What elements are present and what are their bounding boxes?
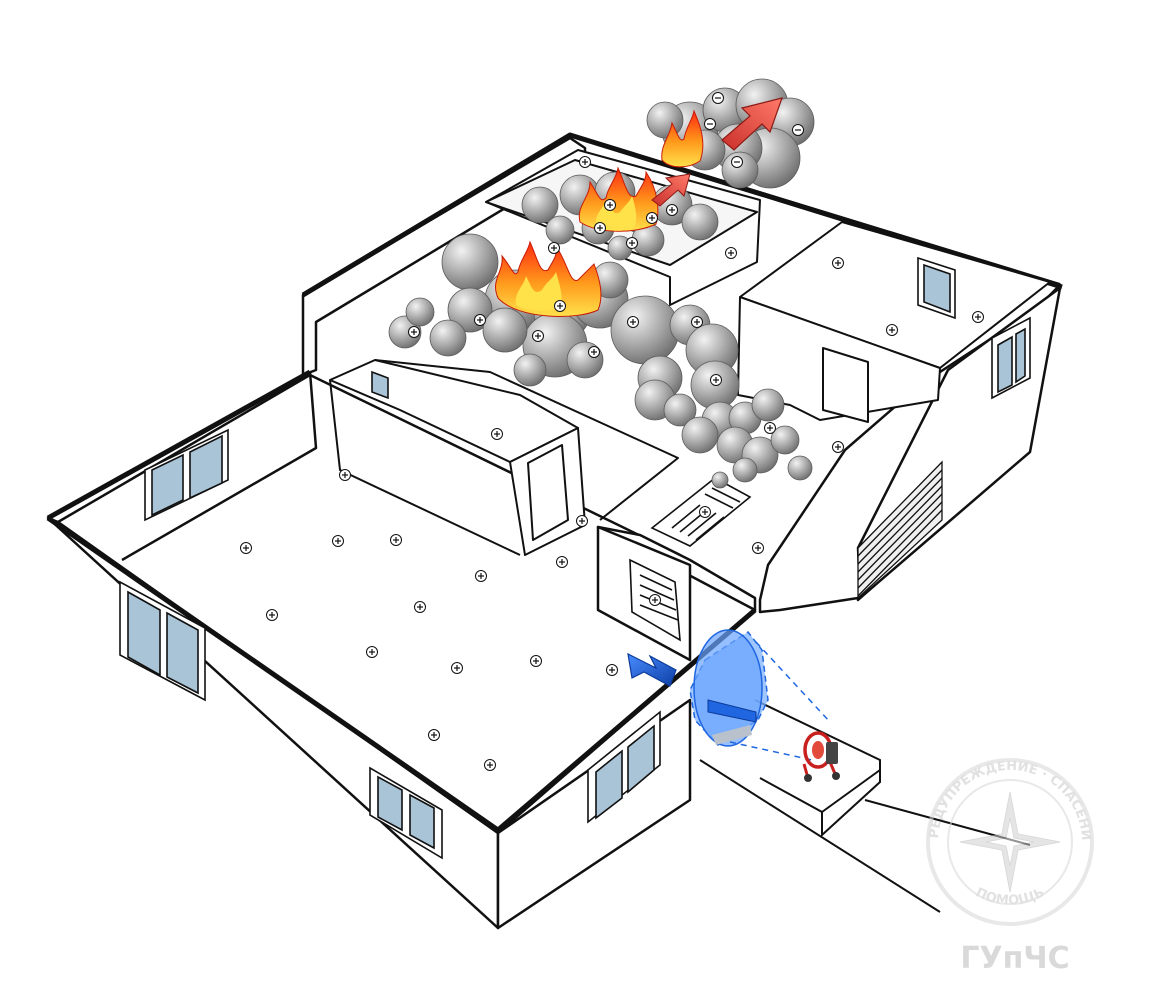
positive-pressure-icon (266, 609, 278, 621)
positive-pressure-icon (556, 556, 568, 568)
positive-pressure-icon (594, 222, 606, 234)
smoke-puff (770, 425, 800, 455)
smoke-puff (646, 101, 684, 139)
positive-pressure-icon (832, 441, 844, 453)
smoke-puff (521, 186, 559, 224)
seal-ring-text-bottom: ПОМОЩЬ (973, 885, 1047, 908)
positive-pressure-icon (474, 314, 486, 326)
exhaust-arrow-room (651, 173, 691, 207)
positive-pressure-icon (752, 542, 764, 554)
smoke-puff (545, 215, 575, 245)
positive-pressure-icon (626, 237, 638, 249)
fire-roof (661, 109, 704, 168)
window-front-right (587, 710, 661, 824)
smoke-puff (787, 455, 813, 481)
positive-pressure-icon (691, 316, 703, 328)
negative-pressure-icon (731, 156, 743, 168)
positive-pressure-icon (414, 601, 426, 613)
positive-pressure-icon (532, 330, 544, 342)
positive-pressure-icon (646, 212, 658, 224)
exhaust-arrow-roof (721, 97, 783, 151)
smoke-puff (610, 295, 680, 365)
window-right-room (917, 256, 956, 320)
window-left-tall (119, 580, 206, 702)
positive-pressure-icon (725, 247, 737, 259)
smoke-puff (681, 203, 719, 241)
smoke-puff (681, 416, 719, 454)
negative-pressure-icon (792, 124, 804, 136)
positive-pressure-icon (832, 257, 844, 269)
smoke-puff (663, 393, 697, 427)
air-cone-rays (729, 641, 831, 761)
negative-pressure-icon (712, 92, 724, 104)
smoke-puff (751, 388, 785, 422)
exhaust-arrows (651, 97, 783, 207)
smoke-puff (429, 319, 467, 357)
positive-pressure-icon (554, 300, 566, 312)
positive-pressure-icon (451, 662, 463, 674)
positive-pressure-icon (408, 326, 420, 338)
positive-pressure-icon (604, 199, 616, 211)
smoke-puff (711, 471, 729, 489)
smoke-puff (482, 307, 528, 353)
positive-pressure-icon (579, 156, 591, 168)
pressure-particles (240, 92, 984, 771)
positive-pressure-icon (475, 570, 487, 582)
negative-pressure-icon (704, 118, 716, 130)
fires (495, 109, 704, 317)
positive-pressure-icon (576, 515, 588, 527)
fan-icon (802, 731, 840, 782)
right-room-door (822, 347, 869, 423)
fire-large (495, 240, 602, 317)
positive-pressure-icon (548, 242, 560, 254)
positive-pressure-icon (710, 374, 722, 386)
window-front-bottom (369, 766, 443, 860)
positive-pressure-icon (886, 324, 898, 336)
supply-arrow (627, 652, 677, 687)
positive-pressure-icon (366, 646, 378, 658)
positive-pressure-icon (332, 535, 344, 547)
compass-star-icon (959, 791, 1061, 893)
air-cone-face (693, 629, 763, 747)
supply-air-system (627, 629, 840, 782)
positive-pressure-icon (390, 534, 402, 546)
window-left-top (144, 428, 229, 522)
positive-pressure-icon (484, 759, 496, 771)
smoke-puff (721, 151, 759, 189)
garage-door (857, 460, 943, 600)
positive-pressure-icon (491, 428, 503, 440)
smoke-puff (405, 297, 435, 327)
positive-pressure-icon (606, 664, 618, 676)
smoke-puff (513, 353, 547, 387)
door-shadow (712, 725, 752, 745)
windows (119, 256, 1031, 860)
inner-room-door (527, 444, 569, 541)
positive-pressure-icon (627, 316, 639, 328)
smoke-puff (732, 457, 758, 483)
positive-pressure-icon (972, 311, 984, 323)
window-inner-corridor (371, 370, 389, 400)
smoke-clouds (388, 78, 815, 489)
positive-pressure-icon (530, 655, 542, 667)
positive-pressure-icon (666, 204, 678, 216)
positive-pressure-icon (428, 729, 440, 741)
positive-pressure-icon (339, 469, 351, 481)
positive-pressure-icon (649, 594, 661, 606)
corridor-wall (329, 379, 521, 556)
corridor-back (374, 359, 679, 521)
positive-pressure-icon (588, 346, 600, 358)
smoke-puff (441, 233, 499, 291)
door-leaf (707, 699, 757, 723)
watermark-brand: ГУпЧС (960, 941, 1069, 976)
positive-pressure-icon (240, 542, 252, 554)
positive-pressure-icon (764, 422, 776, 434)
positive-pressure-icon (699, 506, 711, 518)
window-right-facade (991, 316, 1031, 400)
